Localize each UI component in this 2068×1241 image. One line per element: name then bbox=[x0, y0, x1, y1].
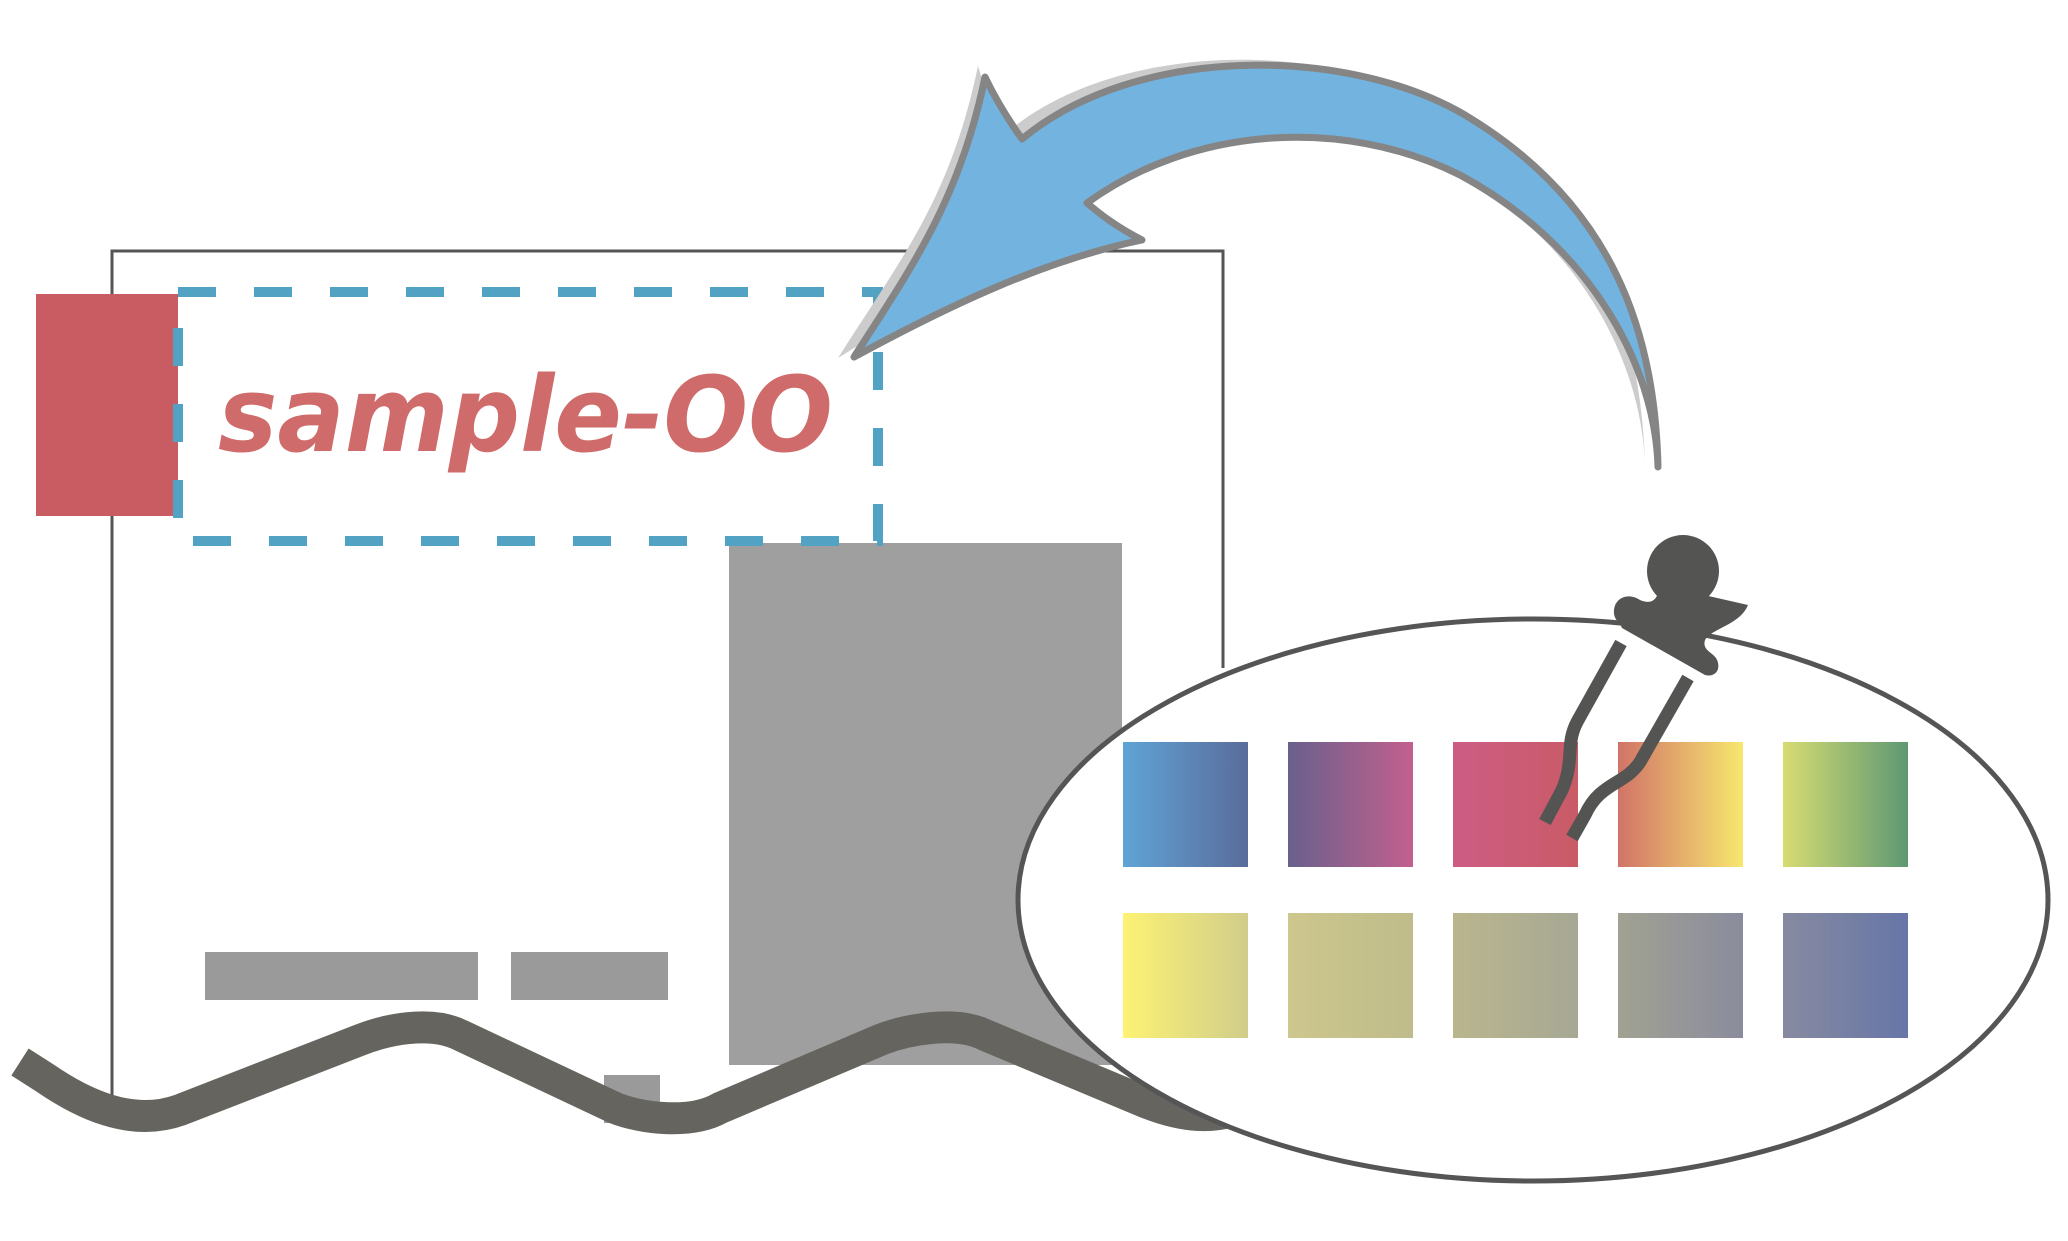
dashed-selection-box bbox=[173, 287, 883, 546]
sample-label: sample-OO bbox=[218, 354, 833, 476]
curved-arrow-icon bbox=[850, 61, 1662, 471]
color-swatch-grey[interactable] bbox=[1618, 913, 1743, 1038]
document-frame bbox=[110, 249, 1225, 1100]
eyedropper-icon bbox=[1539, 535, 1748, 842]
eyedropper-collar bbox=[1613, 585, 1748, 676]
color-swatch-lime-green[interactable] bbox=[1783, 742, 1908, 867]
color-swatch-blue[interactable] bbox=[1123, 742, 1248, 867]
grey-bar-2 bbox=[511, 952, 668, 1000]
grey-bar-1 bbox=[205, 952, 478, 1000]
red-tag bbox=[36, 294, 178, 516]
color-swatch-slate-blue[interactable] bbox=[1783, 913, 1908, 1038]
color-swatch-grid bbox=[1123, 742, 1908, 1038]
color-swatch-purple-pink[interactable] bbox=[1288, 742, 1413, 867]
eyedropper-tube-2 bbox=[1566, 674, 1694, 842]
torn-edge-wave bbox=[11, 1011, 1268, 1135]
color-swatch-khaki[interactable] bbox=[1288, 913, 1413, 1038]
eyedropper-tube bbox=[1539, 639, 1627, 826]
color-swatch-olive-grey[interactable] bbox=[1453, 913, 1578, 1038]
palette-ellipse bbox=[1015, 616, 2051, 1184]
color-swatch-yellow-khaki[interactable] bbox=[1123, 913, 1248, 1038]
